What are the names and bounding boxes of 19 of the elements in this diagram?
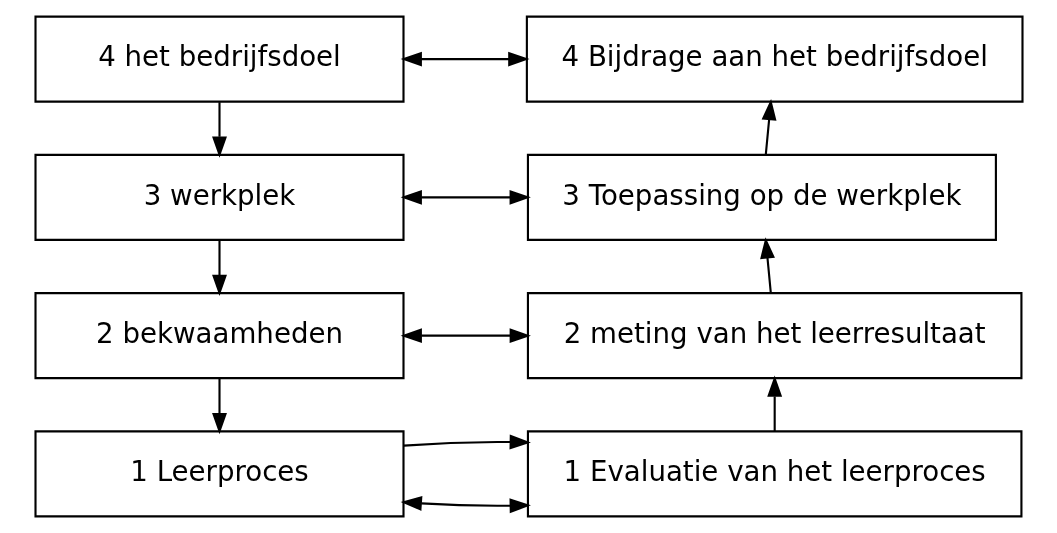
arrow xyxy=(211,102,227,158)
arrow xyxy=(761,98,776,155)
node-box: 1 Leerproces xyxy=(33,430,405,518)
node-box: 2 meting van het leerresultaat xyxy=(526,292,1022,380)
node-box: 3 werkplek xyxy=(33,153,405,241)
arrow xyxy=(759,237,775,293)
node-box: 1 Evaluatie van het leerproces xyxy=(526,430,1022,518)
arrow xyxy=(211,378,227,435)
arrow xyxy=(403,434,531,450)
arrow xyxy=(400,496,531,514)
arrow xyxy=(400,51,529,67)
arrow xyxy=(400,328,531,344)
node-box: 4 het bedrijfsdoel xyxy=(33,15,405,103)
node-box: 2 bekwaamheden xyxy=(33,292,405,380)
arrow xyxy=(400,189,531,205)
arrow xyxy=(766,375,782,432)
node-box: 3 Toepassing op de werkplek xyxy=(526,153,997,241)
node-box: 4 Bijdrage aan het bedrijfsdoel xyxy=(525,15,1024,103)
arrow xyxy=(211,240,227,297)
